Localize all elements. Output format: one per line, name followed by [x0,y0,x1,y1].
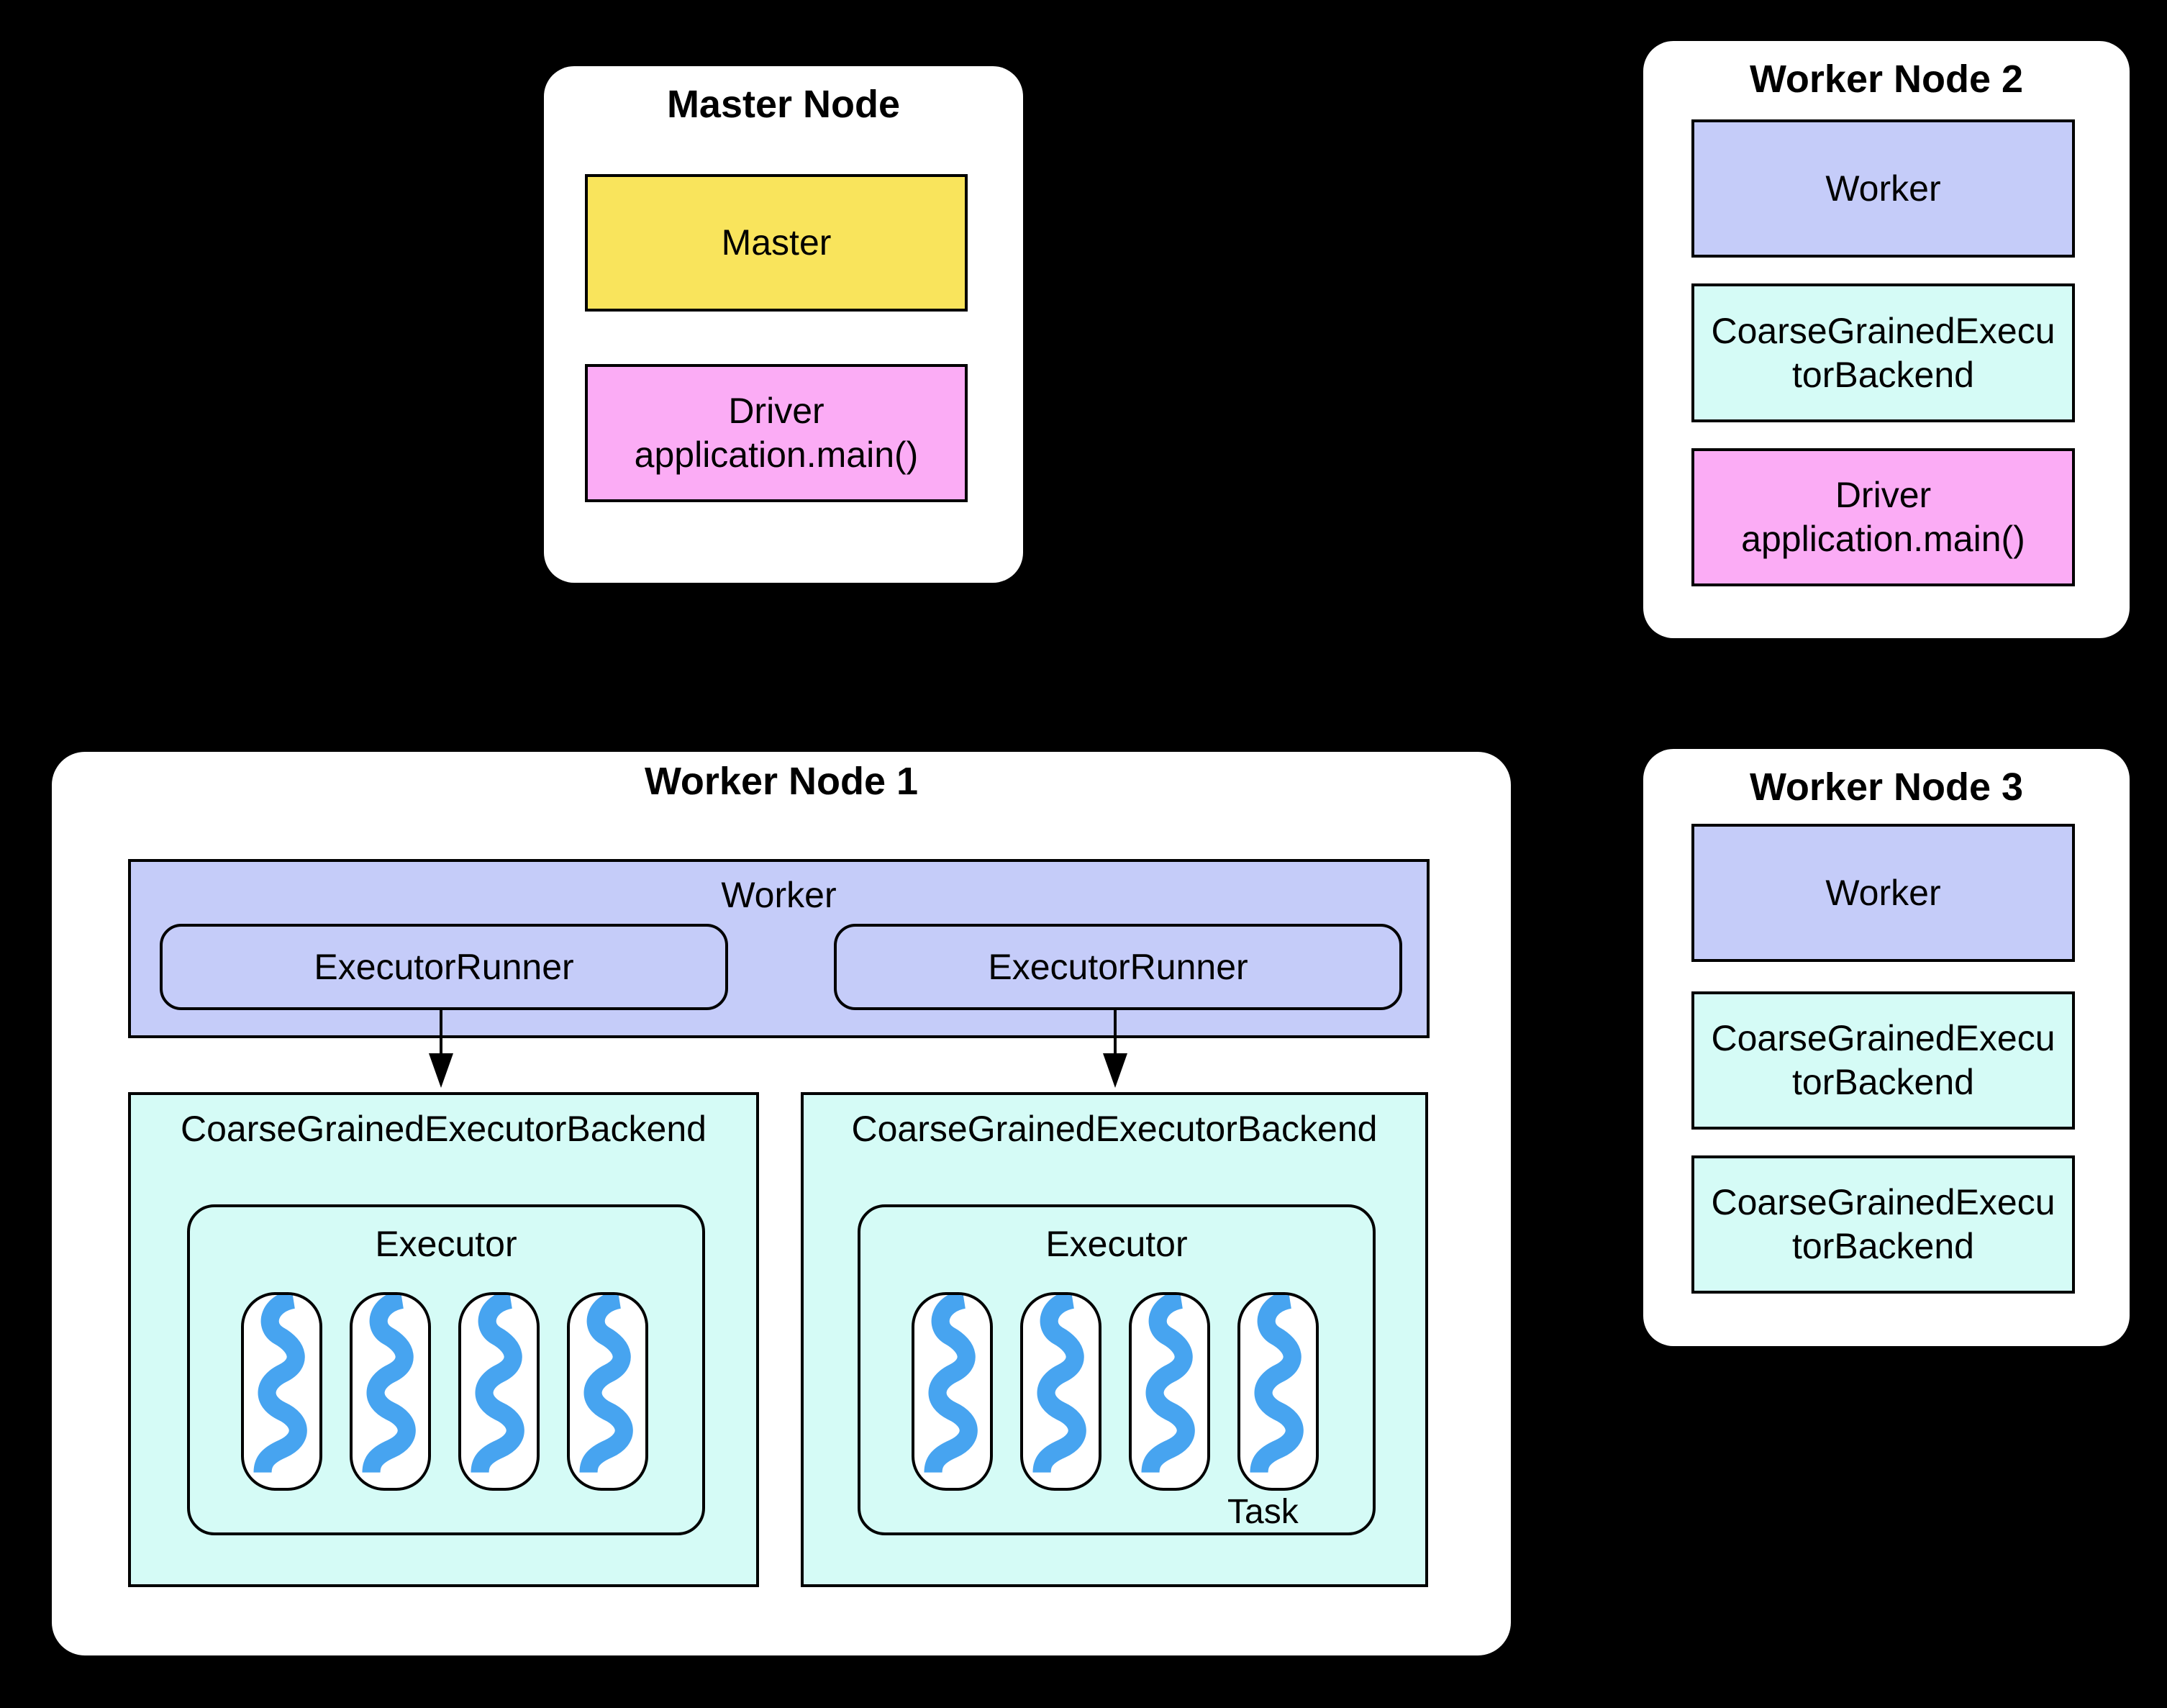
task-slot [350,1292,431,1491]
driver-box: Driver application.main() [1691,448,2075,586]
backend-line: CoarseGrainedExecu [1711,1018,2055,1058]
executor-box: Executor [187,1204,705,1535]
worker-node-1-panel: Worker Node 1 Worker ExecutorRunner Exec… [52,752,1511,1655]
coarse-grained-executor-backend-box: CoarseGrainedExecu torBackend [1691,283,2075,422]
worker-node-1-title: Worker Node 1 [644,760,919,803]
executor-label: Executor [1045,1224,1188,1264]
executor-runner-label: ExecutorRunner [988,946,1248,987]
worker-box: Worker [1691,119,2075,258]
driver-box: Driver application.main() [585,364,968,502]
executor-runner-label: ExecutorRunner [314,946,574,987]
worker-bar-label: Worker [721,875,837,915]
worker-box-label: Worker [1825,872,1941,913]
task-thread-icon [1141,1295,1195,1473]
worker-bar: Worker ExecutorRunner ExecutorRunner [128,859,1430,1038]
task-thread-icon [1032,1295,1086,1473]
coarse-grained-executor-backend-box: CoarseGrainedExecutorBackend Executor [801,1092,1428,1587]
task-thread-icon [924,1295,978,1473]
task-slot [1237,1292,1319,1491]
executor-box: Executor [858,1204,1376,1535]
task-slot [567,1292,648,1491]
task-slot [241,1292,322,1491]
task-thread-icon [1250,1295,1304,1473]
backend-line: torBackend [1792,1226,1974,1266]
task-thread-icon [579,1295,633,1473]
driver-line: Driver [728,391,824,431]
master-box-label: Master [721,222,832,263]
coarse-grained-executor-backend-box: CoarseGrainedExecu torBackend [1691,1155,2075,1294]
coarse-grained-executor-backend-box: CoarseGrainedExecutorBackend Executor [128,1092,759,1587]
task-slot [1020,1292,1101,1491]
executor-runner-box: ExecutorRunner [160,924,728,1010]
backend-line: CoarseGrainedExecu [1711,310,2055,351]
master-box: Master [585,174,968,312]
backend-title: CoarseGrainedExecutorBackend [181,1109,707,1149]
worker-node-2-panel: Worker Node 2 Worker CoarseGrainedExecu … [1643,41,2130,638]
backend-line: torBackend [1792,354,1974,395]
worker-box: Worker [1691,824,2075,962]
driver-line: application.main() [1741,519,2025,559]
task-slot [912,1292,993,1491]
worker-node-3-title: Worker Node 3 [1749,766,2024,809]
down-arrow-icon [1114,1010,1117,1058]
task-thread-icon [362,1295,416,1473]
down-arrow-icon [429,1053,453,1088]
master-node-panel: Master Node Master Driver application.ma… [544,66,1023,583]
task-thread-icon [253,1295,307,1473]
backend-line: torBackend [1792,1062,1974,1102]
task-slot [458,1292,540,1491]
backend-line: CoarseGrainedExecu [1711,1182,2055,1222]
worker-node-2-title: Worker Node 2 [1749,58,2024,101]
worker-box-label: Worker [1825,168,1941,209]
coarse-grained-executor-backend-box: CoarseGrainedExecu torBackend [1691,991,2075,1130]
driver-line: application.main() [634,435,919,475]
task-slot [1129,1292,1210,1491]
master-node-title: Master Node [666,83,901,126]
executor-label: Executor [375,1224,517,1264]
down-arrow-icon [440,1010,442,1058]
down-arrow-icon [1103,1053,1127,1088]
worker-node-3-panel: Worker Node 3 Worker CoarseGrainedExecu … [1643,749,2130,1346]
task-label: Task [1227,1493,1299,1531]
executor-runner-box: ExecutorRunner [834,924,1402,1010]
driver-line: Driver [1835,475,1932,515]
task-thread-icon [471,1295,524,1473]
backend-title: CoarseGrainedExecutorBackend [851,1109,1378,1149]
